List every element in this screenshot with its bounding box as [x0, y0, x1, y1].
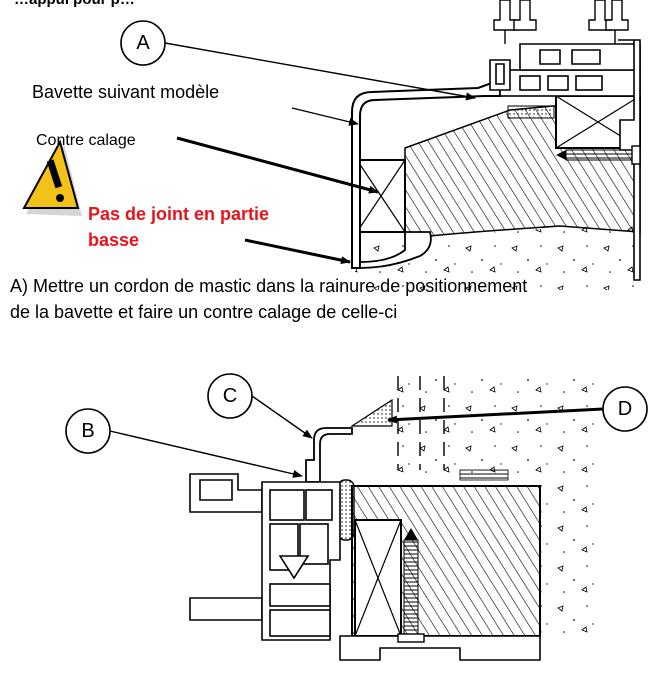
leader-b	[109, 430, 303, 478]
instruction-line-2: de la bavette et faire un contre calage …	[10, 302, 398, 322]
leader-no-joint	[244, 238, 351, 265]
bavette-profile-bottom	[305, 427, 353, 483]
leader-a	[164, 42, 476, 101]
leader-d	[387, 407, 604, 424]
bead-stripes	[459, 469, 509, 481]
label-contre-calage: Contre calage	[36, 132, 136, 149]
leader-bavette	[291, 107, 359, 126]
contre-calage-block	[356, 159, 406, 233]
glazing-beads-top	[493, 0, 629, 44]
label-bavette: Bavette suivant modèle	[32, 82, 220, 102]
instruction-line-1: A) Mettre un cordon de mastic dans la ra…	[10, 276, 528, 296]
leader-contre-calage	[176, 136, 379, 194]
leader-c	[251, 395, 313, 439]
warning-line-2: basse	[88, 230, 140, 250]
warning-line-1: Pas de joint en partie	[88, 204, 270, 224]
header-fragment: …appui pour p…	[14, 0, 135, 8]
callout-d-label: D	[617, 398, 633, 420]
mastic-joint-d	[349, 398, 393, 427]
drip-fillet	[359, 231, 432, 269]
frame-block-bottom	[354, 519, 402, 637]
plaster-lines	[397, 376, 445, 470]
screw-top	[556, 145, 641, 165]
concrete-wall-bottom	[392, 376, 600, 634]
window-frame-bottom	[189, 473, 541, 661]
callout-a-label: A	[136, 32, 150, 54]
seal-strip-top	[507, 105, 555, 119]
callout-b-label: B	[81, 420, 95, 442]
top-detail	[22, 0, 641, 290]
bottom-detail	[65, 373, 648, 661]
screw-bottom	[397, 528, 425, 643]
warning-triangle-icon	[22, 139, 82, 216]
callout-c-label: C	[222, 385, 238, 407]
